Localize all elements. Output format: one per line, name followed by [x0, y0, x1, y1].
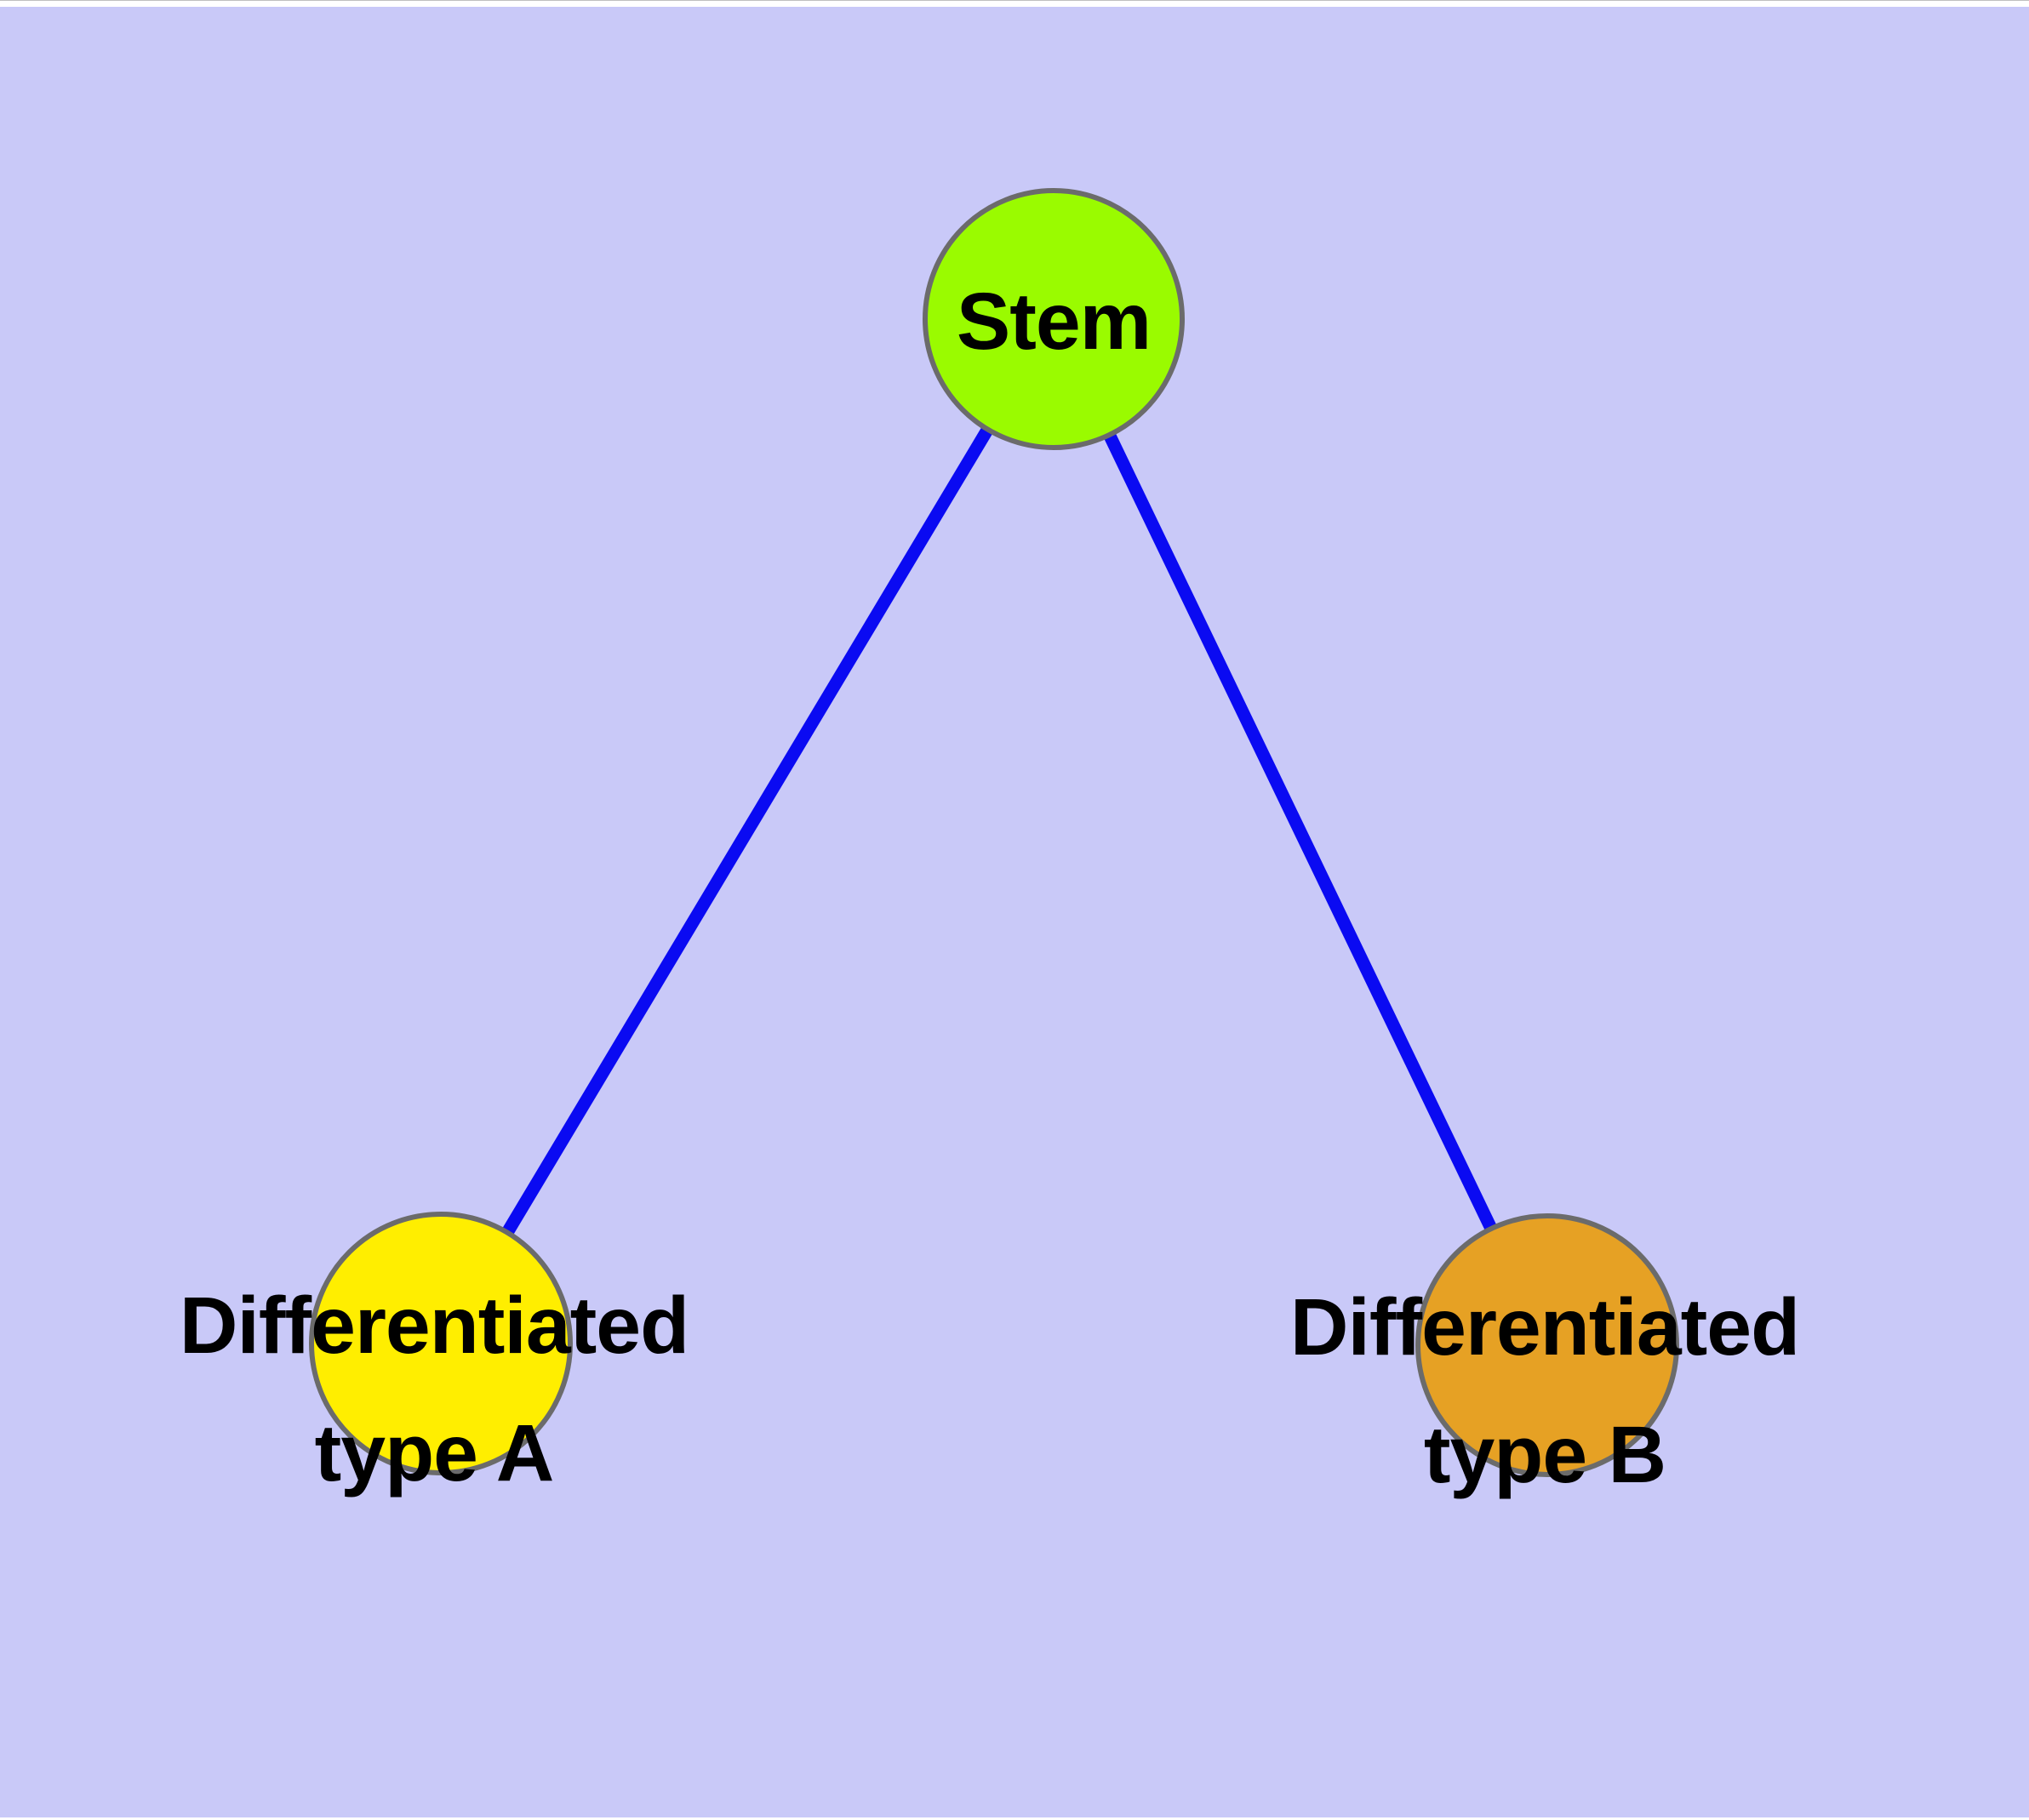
diagram-canvas: Stem Differentiated type A Differentiate… — [0, 7, 2029, 1817]
node-differentiated-type-a-circle — [309, 1212, 573, 1475]
node-differentiated-type-a-label: Differentiated type A — [51, 1262, 817, 1517]
node-stem-label: Stem — [956, 277, 1152, 367]
node-differentiated-type-b-label: Differentiated type B — [1162, 1264, 1928, 1519]
node-stem-circle — [923, 188, 1185, 450]
node-type-b-label-line1: Differentiated — [1289, 1282, 1800, 1372]
node-type-a-label-line1: Differentiated — [179, 1281, 689, 1371]
node-type-a-label-line2: type A — [314, 1408, 555, 1498]
edge-stem-to-type-a — [435, 316, 1060, 1347]
edges-layer — [435, 316, 1553, 1349]
node-type-b-label-line2: type B — [1423, 1410, 1666, 1500]
edge-stem-to-type-b — [1048, 316, 1553, 1349]
node-differentiated-type-b-circle — [1415, 1213, 1679, 1477]
